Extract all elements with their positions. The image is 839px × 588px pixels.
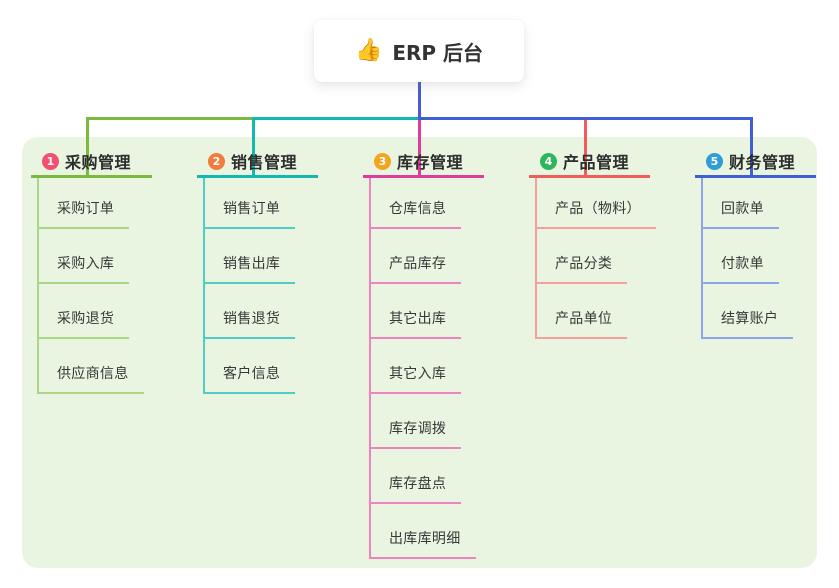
branch-title-label: 库存管理 [397,153,464,172]
child-node-label: 产品库存 [389,256,447,272]
child-node[interactable]: 付款单 [703,229,779,284]
root-node[interactable]: 👍 ERP 后台 [314,20,524,82]
branch-children: 销售订单 销售出库 销售退货 客户信息 [203,178,318,394]
child-node[interactable]: 产品库存 [371,229,462,284]
child-node[interactable]: 其它出库 [371,284,462,339]
background-panel [22,137,817,568]
branch-number-badge: 4 [540,152,557,170]
child-node[interactable]: 采购入库 [39,229,130,284]
branch-title-label: 产品管理 [563,153,630,172]
child-node-label: 销售出库 [223,256,281,272]
connector-line [418,82,421,118]
child-node-label: 付款单 [721,256,764,272]
child-node[interactable]: 销售退货 [205,284,296,339]
child-node-label: 产品（物料） [555,201,641,217]
branch-children: 仓库信息 产品库存 其它出库 其它入库 库存调拨 库存盘点 出库库明细 [369,178,484,559]
child-node[interactable]: 产品（物料） [537,178,656,229]
thumbs-up-icon: 👍 [354,38,383,63]
child-node[interactable]: 产品分类 [537,229,628,284]
child-node-label: 客户信息 [223,366,281,382]
connector-line [252,117,420,120]
connector-line [750,117,753,178]
branch-title-label: 财务管理 [729,153,796,172]
branch-children: 采购订单 采购入库 采购退货 供应商信息 [37,178,152,394]
child-node-label: 采购订单 [57,201,115,217]
child-node-label: 采购退货 [57,311,115,327]
connector-line [86,117,254,120]
branch-children: 产品（物料） 产品分类 产品单位 [535,178,656,339]
child-node-label: 其它出库 [389,311,447,327]
child-node-label: 其它入库 [389,366,447,382]
child-node-label: 销售订单 [223,201,281,217]
child-node-label: 库存调拨 [389,421,447,437]
child-node[interactable]: 供应商信息 [39,339,144,394]
child-node[interactable]: 出库库明细 [371,504,476,559]
branch-number-badge: 5 [706,152,723,170]
child-node[interactable]: 结算账户 [703,284,794,339]
branch-title-node[interactable]: 3 库存管理 [363,147,484,178]
child-node[interactable]: 销售订单 [205,178,296,229]
branch-column-2: 2 销售管理 销售订单 销售出库 销售退货 客户信息 [197,147,318,394]
branch-column-4: 4 产品管理 产品（物料） 产品分类 产品单位 [529,147,656,339]
branch-column-5: 5 财务管理 回款单 付款单 结算账户 [695,147,816,339]
child-node[interactable]: 采购订单 [39,178,130,229]
branch-number-badge: 2 [208,152,225,170]
child-node[interactable]: 客户信息 [205,339,296,394]
branch-title-label: 采购管理 [65,153,132,172]
child-node[interactable]: 销售出库 [205,229,296,284]
branch-column-1: 1 采购管理 采购订单 采购入库 采购退货 供应商信息 [31,147,152,394]
child-node-label: 产品分类 [555,256,613,272]
child-node[interactable]: 仓库信息 [371,178,462,229]
child-node[interactable]: 产品单位 [537,284,628,339]
child-node-label: 仓库信息 [389,201,447,217]
child-node-label: 回款单 [721,201,764,217]
branch-title-node[interactable]: 2 销售管理 [197,147,318,178]
child-node-label: 结算账户 [721,311,779,327]
child-node[interactable]: 库存盘点 [371,449,462,504]
branch-children: 回款单 付款单 结算账户 [701,178,816,339]
child-node-label: 供应商信息 [57,366,129,382]
child-node-label: 库存盘点 [389,476,447,492]
branch-title-node[interactable]: 1 采购管理 [31,147,152,178]
child-node-label: 销售退货 [223,311,281,327]
child-node[interactable]: 回款单 [703,178,779,229]
connector-line [584,120,587,178]
branch-number-badge: 1 [42,152,59,170]
connector-line [418,120,421,178]
child-node-label: 产品单位 [555,311,613,327]
branch-title-node[interactable]: 4 产品管理 [529,147,650,178]
connector-line [252,117,255,178]
child-node[interactable]: 采购退货 [39,284,130,339]
child-node-label: 出库库明细 [389,531,461,547]
branch-number-badge: 3 [374,152,391,170]
branch-title-node[interactable]: 5 财务管理 [695,147,816,178]
connector-line [86,117,89,178]
root-node-label: ERP 后台 [392,40,484,65]
connector-line [418,117,753,120]
branch-column-3: 3 库存管理 仓库信息 产品库存 其它出库 其它入库 库存调拨 库存盘点 出库库… [363,147,484,559]
child-node-label: 采购入库 [57,256,115,272]
branch-title-label: 销售管理 [231,153,298,172]
child-node[interactable]: 其它入库 [371,339,462,394]
child-node[interactable]: 库存调拨 [371,394,462,449]
